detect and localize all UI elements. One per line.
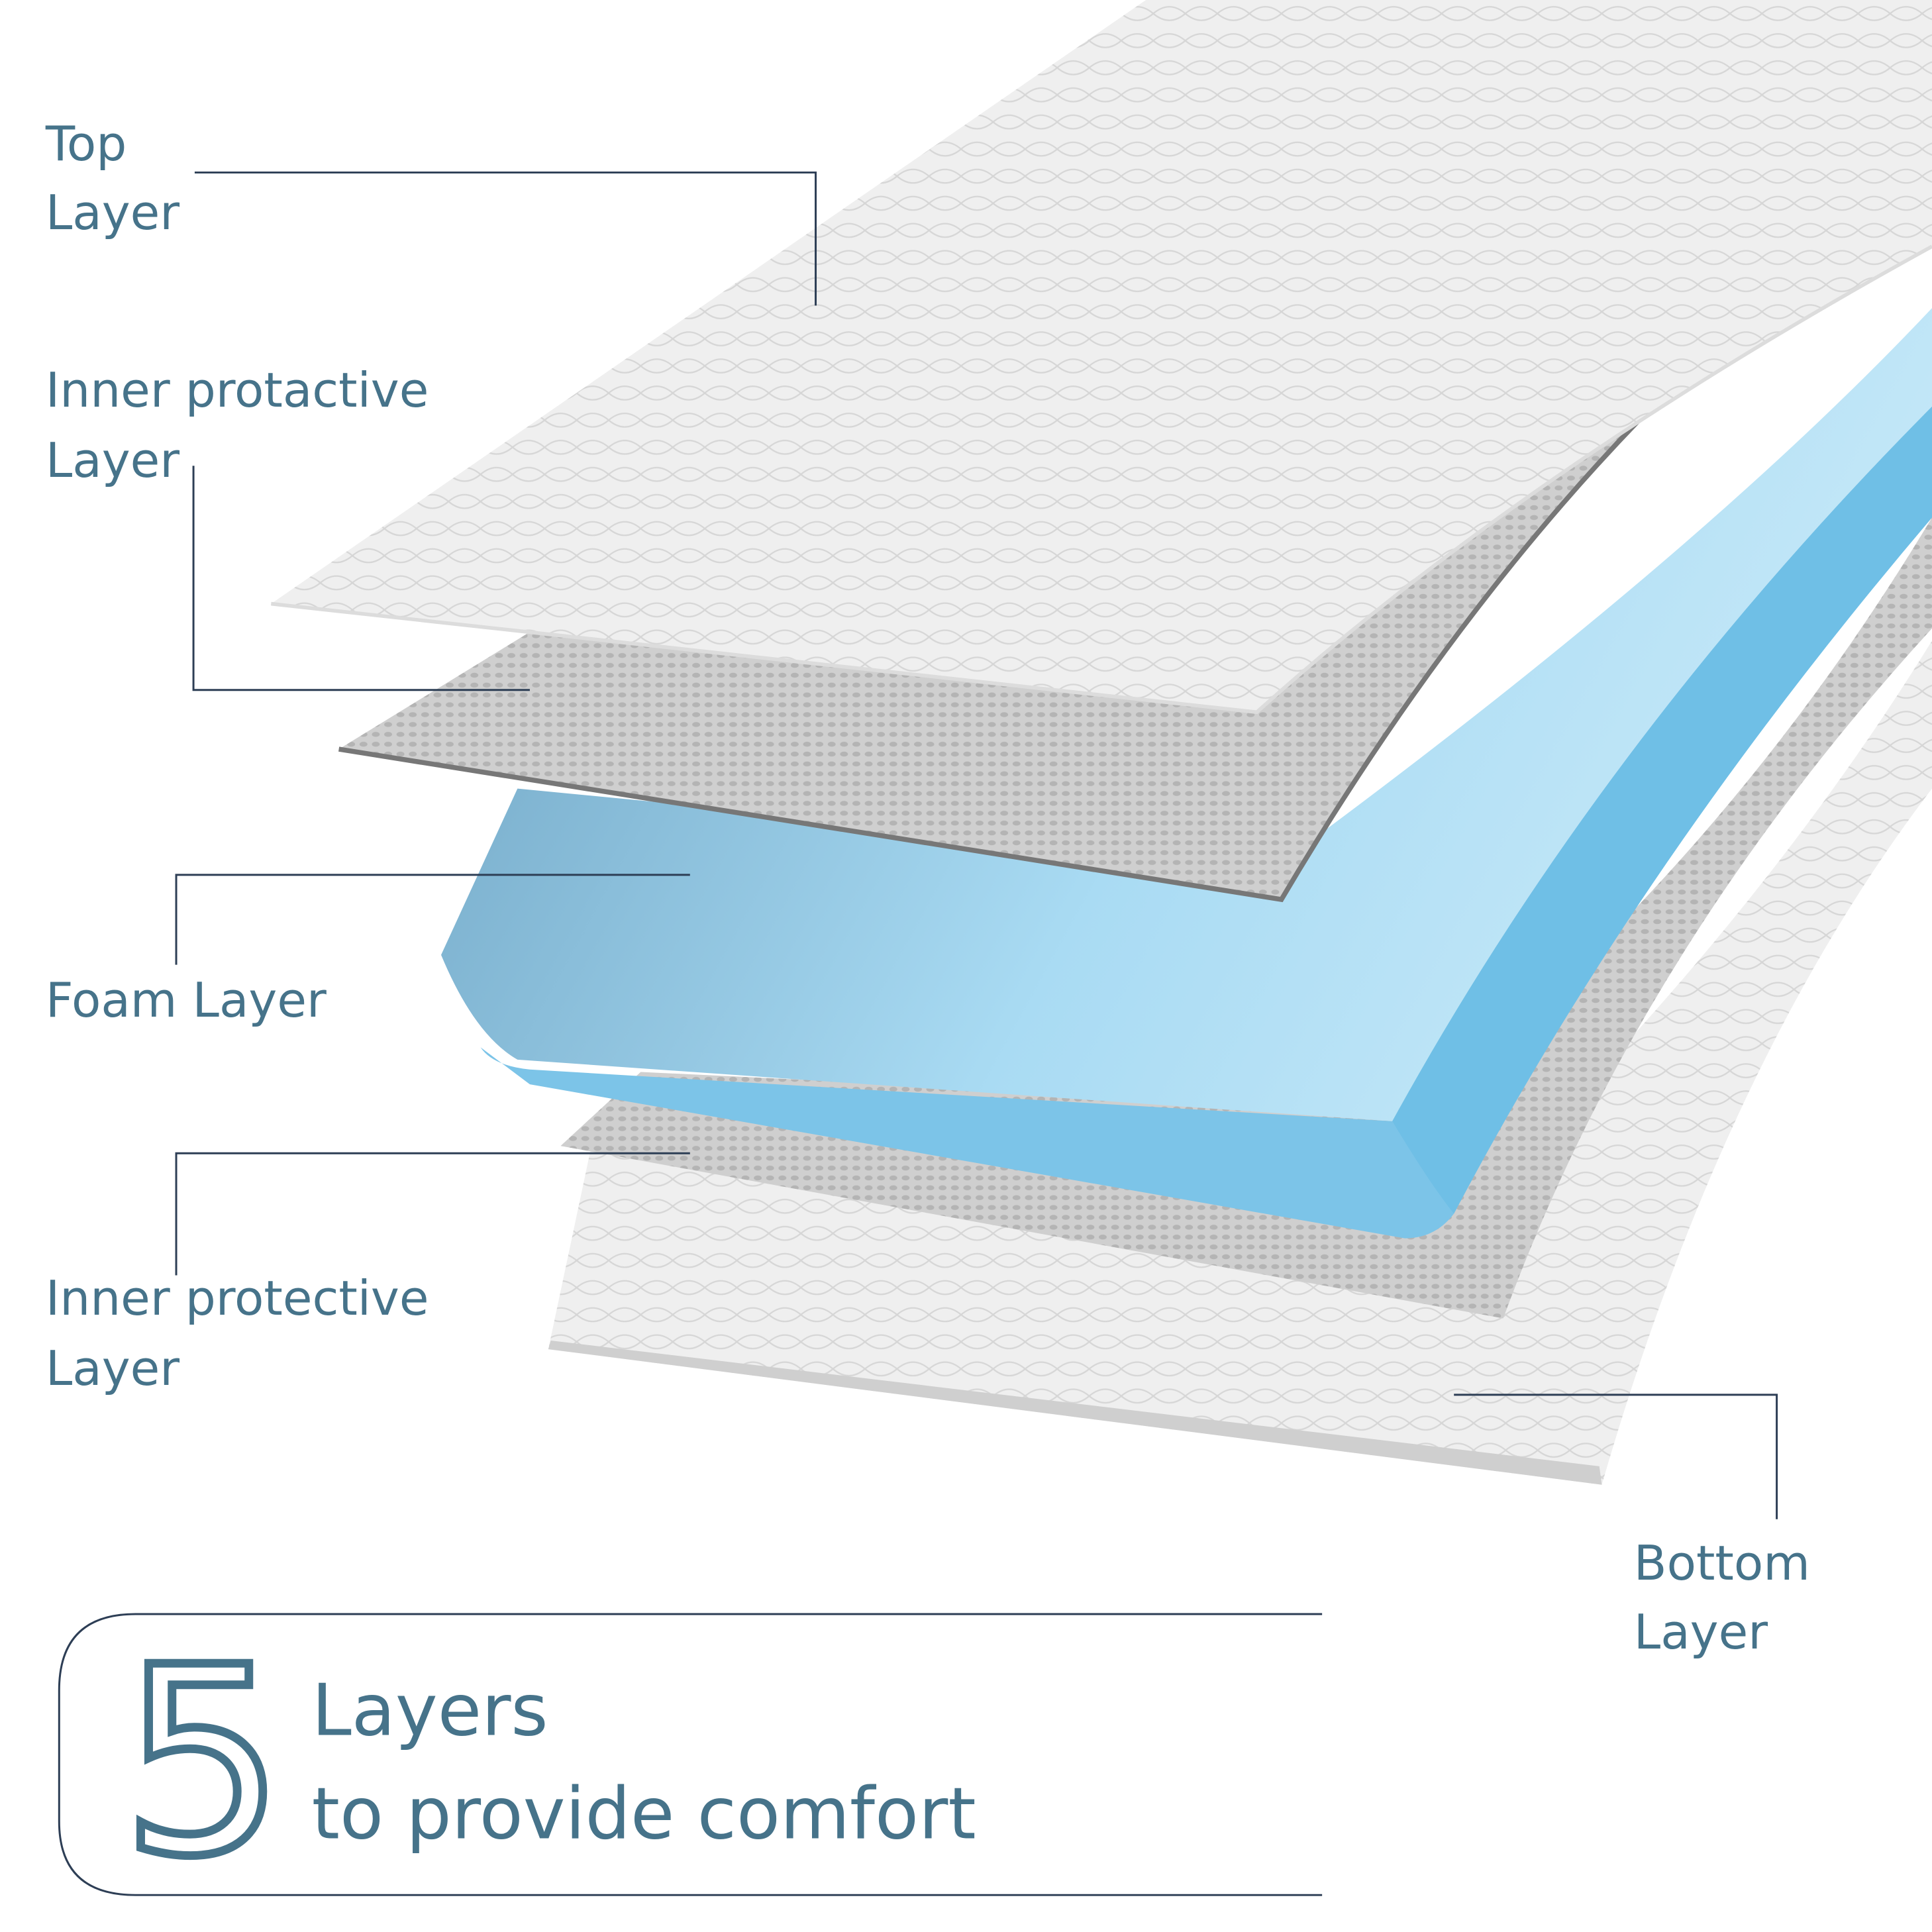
banner-line1: Layers [312, 1669, 548, 1752]
top-label-2: Layer [46, 185, 179, 241]
banner-line2: to provide comfort [312, 1773, 976, 1856]
top-layer [270, 0, 1932, 715]
bottom-label-2: Layer [1634, 1605, 1768, 1660]
banner-frame [58, 1613, 1323, 1896]
foam-layer [440, 308, 1932, 1239]
top-layer-leader [194, 171, 817, 306]
bottom-layer [548, 640, 1932, 1485]
foam-leader [175, 874, 690, 965]
inner-1-label-2: Layer [46, 433, 179, 489]
inner-2-leader [175, 1152, 690, 1276]
foam-label: Foam Layer [46, 973, 327, 1029]
bottom-leader [1454, 1394, 1778, 1519]
inner-1-leader [192, 466, 530, 691]
inner-1-label-1: Inner protactive [46, 363, 429, 419]
banner-number: 5 [121, 1612, 285, 1913]
top-label-1: Top [45, 117, 127, 172]
bottom-label-1: Bottom [1634, 1536, 1810, 1592]
inner-2-label-2: Layer [46, 1341, 179, 1397]
inner-2-label-1: Inner protective [46, 1271, 429, 1327]
